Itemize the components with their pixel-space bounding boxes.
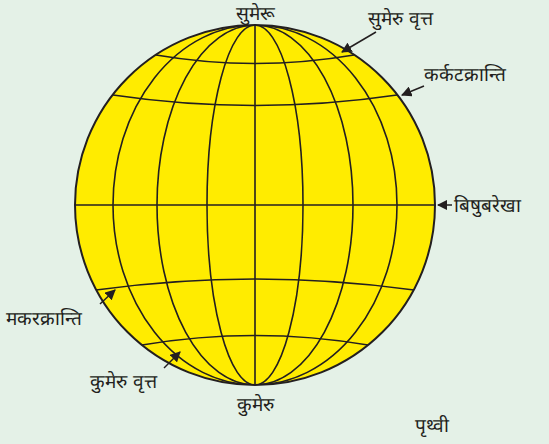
pole-label: सुमेरू — [236, 2, 275, 25]
circle-label: सुमेरु वृत्त — [368, 7, 433, 30]
pole-label: कुमेरु — [237, 393, 274, 416]
equator-label: बिषुबरेखा — [454, 194, 521, 217]
grid-lines — [75, 25, 435, 385]
tropic-label: कर्कटक्रान्ति — [424, 63, 506, 86]
globe — [75, 25, 435, 385]
tropic-label: मकरक्रान्ति — [6, 307, 82, 330]
circle-label: कुमेरु वृत्त — [90, 370, 157, 393]
caption: पृथ्वी — [415, 414, 449, 437]
leader-arrows — [100, 32, 452, 368]
